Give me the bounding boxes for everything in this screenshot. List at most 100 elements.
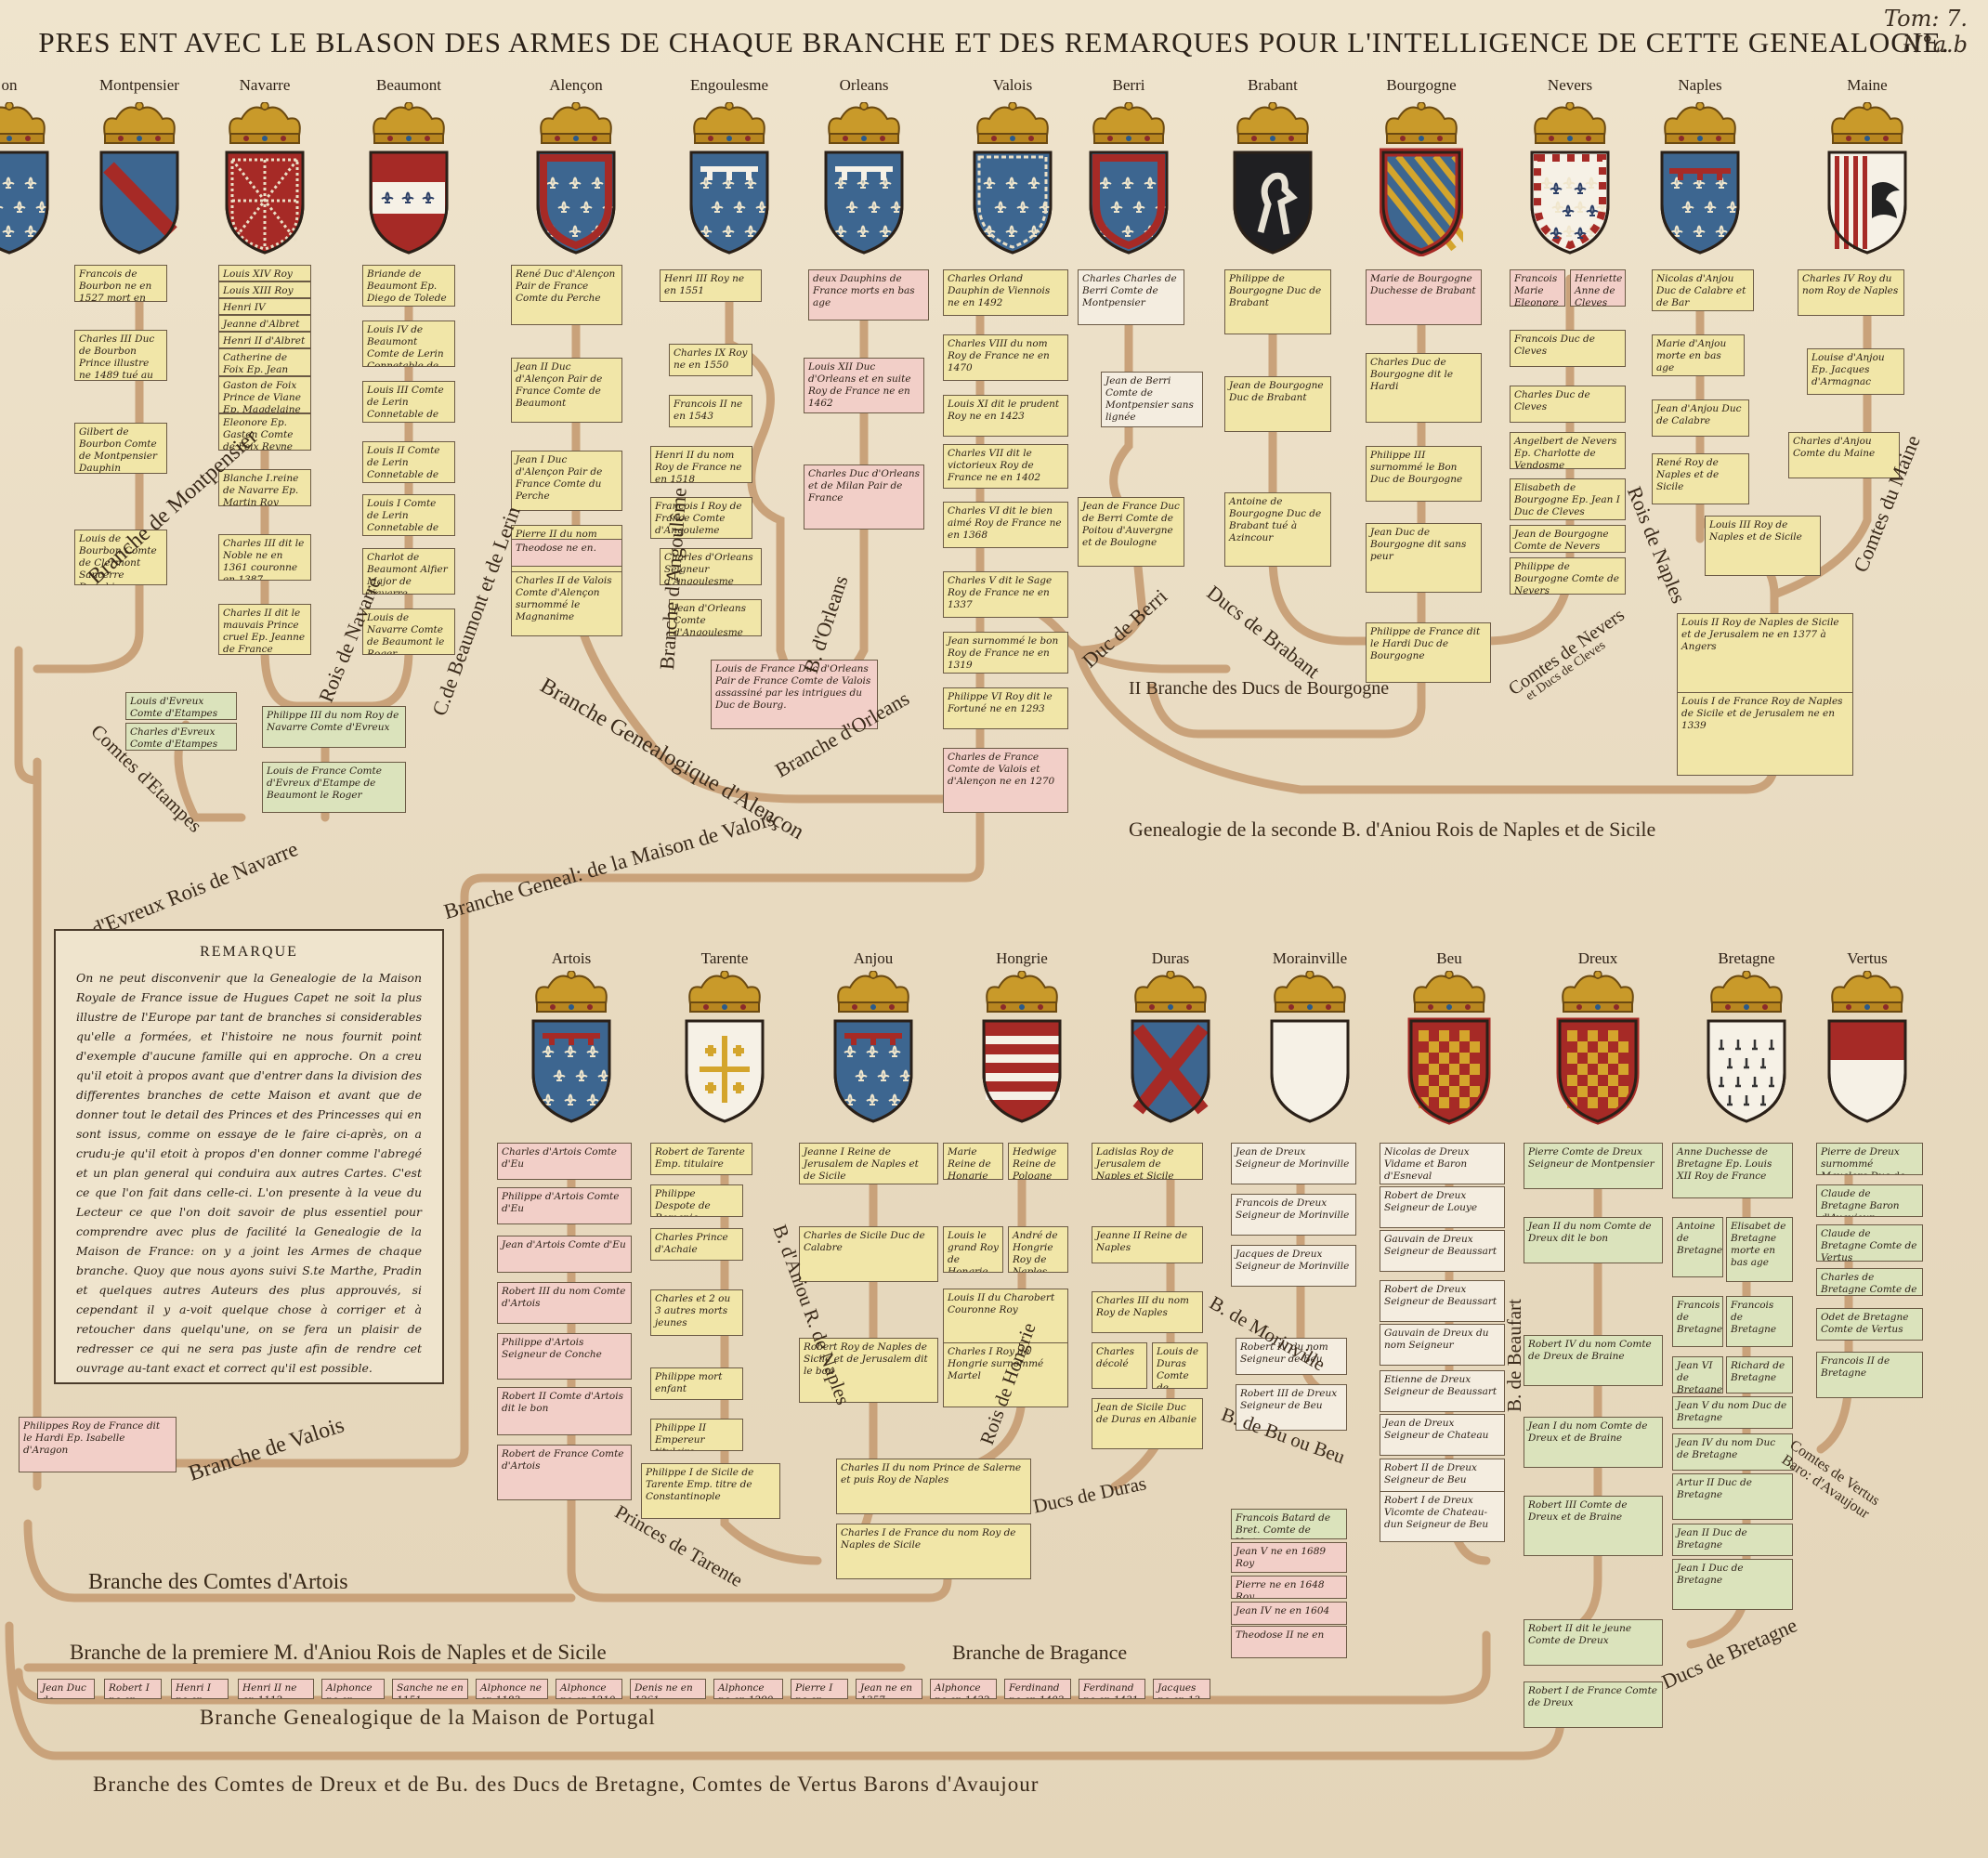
house-name-top-13: Maine (1847, 76, 1888, 94)
genealogy-box: Charles III Duc de Bourbon Prince illust… (74, 330, 167, 381)
coat-of-arms-top-11 (1530, 102, 1610, 255)
label-bragance: Branche de Bragance (952, 1641, 1128, 1664)
genealogy-box: Gilbert de Bourbon Comte de Montpensier … (74, 423, 167, 474)
genealogy-box: Charles IV Roy du nom Roy de Naples (1798, 269, 1904, 316)
house-name-top-7: Valois (992, 76, 1033, 94)
genealogy-box: Louis XII Duc d'Orleans et en suite Roy … (804, 358, 924, 413)
house-name-top-4: Alençon (549, 76, 603, 94)
house-name-bottom-3: Hongrie (996, 949, 1048, 967)
coat-of-arms-bottom-6 (1407, 971, 1491, 1125)
genealogy-box: Briande de Beaumont Ep. Diego de Tolede (362, 265, 455, 307)
house-name-bottom-9: Vertus (1847, 949, 1888, 967)
genealogy-box: Robert Roy de Naples de Sicile et de Jer… (799, 1338, 938, 1403)
genealogy-box: Louis II Comte de Lerin Connetable de Na… (362, 441, 455, 483)
genealogy-box: Charles et 2 ou 3 autres morts jeunes (650, 1289, 743, 1336)
genealogy-box: Denis ne en 1261 (630, 1679, 706, 1699)
genealogy-box: Gauvain de Dreux du nom Seigneur (1380, 1324, 1505, 1366)
genealogy-box: Charles de Bretagne Comte de Vertus (1816, 1268, 1923, 1296)
remarque-text: On ne peut disconvenir que la Genealogie… (76, 971, 422, 1375)
genealogy-box: Francois Marie Eleonore (1510, 269, 1565, 307)
genealogy-box: Artur II Duc de Bretagne (1672, 1473, 1793, 1520)
genealogy-box: Louis II Roy de Naples de Sicile et de J… (1677, 613, 1853, 697)
house-name-top-10: Bourgogne (1386, 76, 1457, 94)
genealogy-box: Pierre de Dreux surnommé Mauclerc Duc de… (1816, 1143, 1923, 1175)
coat-of-arms-top-9 (1233, 102, 1313, 255)
genealogy-box: Jean I Duc d'Alençon Pair de France Comt… (511, 451, 622, 511)
genealogy-box: Catherine de Foix Ep. Jean d'Albret (218, 348, 311, 376)
genealogy-box: Henri II d'Albret (218, 332, 311, 348)
house-name-top-0: on (1, 76, 18, 94)
genealogy-box: Charles Duc de Bourgogne dit le Hardi (1366, 353, 1482, 423)
genealogy-box: Philippe I de Sicile de Tarente Emp. tit… (641, 1463, 780, 1519)
coat-of-arms-bottom-9 (1827, 971, 1907, 1123)
genealogy-box: Francois de Bretagne (1672, 1296, 1723, 1347)
genealogy-box: Jean I du nom Comte de Dreux et de Brain… (1524, 1417, 1663, 1468)
coat-of-arms-top-0 (0, 102, 49, 255)
genealogy-box: Charles III du nom Roy de Naples (1092, 1291, 1203, 1333)
house-name-bottom-1: Tarente (700, 949, 749, 967)
label-bourgogne: II Branche des Ducs de Bourgogne (1129, 678, 1390, 699)
genealogy-box: Louis de Duras Comte de Gravine (1152, 1342, 1208, 1389)
genealogy-box: Antoine de Bourgogne Duc de Brabant tué … (1224, 492, 1331, 567)
genealogy-box: Jean V du nom Duc de Bretagne (1672, 1396, 1793, 1429)
genealogy-box: Alphonce ne en 1108 (321, 1679, 385, 1699)
genealogy-box: Charles Duc d'Orleans et de Milan Pair d… (804, 464, 924, 530)
genealogy-box: Charles de Sicile Duc de Calabre (799, 1226, 938, 1282)
genealogy-box: René Duc d'Alençon Pair de France Comte … (511, 265, 622, 325)
genealogy-box: Jean de Bourgogne Comte de Nevers (1510, 525, 1626, 553)
genealogy-box: Sanche ne en 1151 (392, 1679, 468, 1699)
genealogy-box: Robert III de Dreux Seigneur de Beu (1236, 1384, 1347, 1431)
genealogy-box: Philippe II Empereur titulaire (650, 1419, 743, 1451)
genealogy-box: Jean d'Anjou Duc de Calabre (1652, 399, 1749, 437)
label-portugal: Branche Genealogique de la Maison de Por… (200, 1706, 656, 1729)
genealogy-box: Francois de Bretagne (1726, 1296, 1793, 1347)
genealogy-box: Gauvain de Dreux Seigneur de Beaussart (1380, 1230, 1505, 1272)
coat-of-arms-top-3 (369, 102, 449, 255)
house-name-bottom-6: Beu (1436, 949, 1462, 967)
genealogy-box: Elisabeth de Bourgogne Ep. Jean I Duc de… (1510, 478, 1626, 520)
genealogy-box: Louis de France Duc d'Orleans Pair de Fr… (711, 660, 878, 729)
genealogy-box: Charles VI dit le bien aimé Roy de Franc… (943, 502, 1068, 548)
genealogy-box: Louis d'Evreux Comte d'Etampes (125, 692, 237, 720)
genealogy-box: Charlot de Beaumont Alfier Major de Nava… (362, 548, 455, 595)
genealogy-box: Jean II du nom Comte de Dreux dit le bon (1524, 1217, 1663, 1263)
label-dreux: Branche des Comtes de Dreux et de Bu. de… (93, 1773, 1040, 1796)
genealogy-box: Jean II Duc d'Alençon Pair de France Com… (511, 358, 622, 423)
house-name-bottom-0: Artois (551, 949, 592, 967)
genealogy-box: Louis XIII Roy de Nav. (218, 281, 311, 298)
genealogy-box: Jean de Dreux Seigneur de Morinville (1231, 1143, 1356, 1184)
genealogy-box: Robert IV du nom Seigneur de Beu (1236, 1338, 1347, 1375)
coat-of-arms-bottom-1 (685, 971, 765, 1123)
genealogy-box: Robert de Tarente Emp. titulaire (650, 1143, 752, 1175)
genealogy-box: Jean de Berri Comte de Montpensier sans … (1101, 372, 1203, 427)
genealogy-box: Louis IV de Beaumont Comte de Lerin Conn… (362, 321, 455, 367)
genealogy-box: Philippe d'Artois Seigneur de Conche (497, 1333, 632, 1380)
genealogy-box: Charles Charles de Berri Comte de Montpe… (1078, 269, 1184, 325)
genealogy-box: Theodose ne en. (511, 539, 622, 567)
house-name-bottom-8: Bretagne (1718, 949, 1775, 967)
genealogy-box: Louis de Bourbon Comte de Clermont Sance… (74, 530, 167, 585)
genealogy-box: Charles IX Roy ne en 1550 (669, 344, 752, 376)
genealogy-box: Jeanne II Reine de Naples (1092, 1226, 1203, 1263)
genealogy-box: Charles de France Comte de Valois et d'A… (943, 748, 1068, 813)
coat-of-arms-top-6 (824, 102, 904, 255)
genealogy-box: Louis I de France Roy de Naples de Sicil… (1677, 692, 1853, 776)
genealogy-box: Charles II dit le mauvais Prince cruel E… (218, 604, 311, 655)
genealogy-box: Philippes Roy de France dit le Hardi Ep.… (19, 1417, 177, 1472)
label-artois: Branche des Comtes d'Artois (88, 1570, 348, 1594)
genealogy-box: Jean de Sicile Duc de Duras en Albanie (1092, 1398, 1203, 1449)
coat-of-arms-top-10 (1380, 102, 1463, 256)
genealogy-box: Charles d'Orleans Seigneur d'Angoulesme (660, 548, 762, 585)
house-name-top-3: Beaumont (376, 76, 441, 94)
genealogy-box: Louis XIV Roy de Nav. (218, 265, 311, 281)
genealogy-box: deux Dauphins de France morts en bas age (808, 269, 929, 321)
genealogy-box: Robert II Comte d'Artois dit le bon (497, 1387, 632, 1435)
genealogy-box: Robert de Dreux Seigneur de Louye (1380, 1186, 1505, 1228)
genealogy-box: Robert III Comte de Dreux et de Braine (1524, 1496, 1663, 1556)
genealogy-box: Claude de Bretagne Baron d'Avaujour (1816, 1184, 1923, 1217)
genealogy-box: Pierre I ne en 1320 (791, 1679, 848, 1699)
genealogy-box: Francois de Dreux Seigneur de Morinville (1231, 1194, 1356, 1236)
genealogy-box: Nicolas d'Anjou Duc de Calabre et de Bar (1652, 269, 1754, 311)
genealogy-box: Marie d'Anjou morte en bas age (1652, 334, 1745, 376)
house-name-bottom-2: Anjou (853, 949, 894, 967)
